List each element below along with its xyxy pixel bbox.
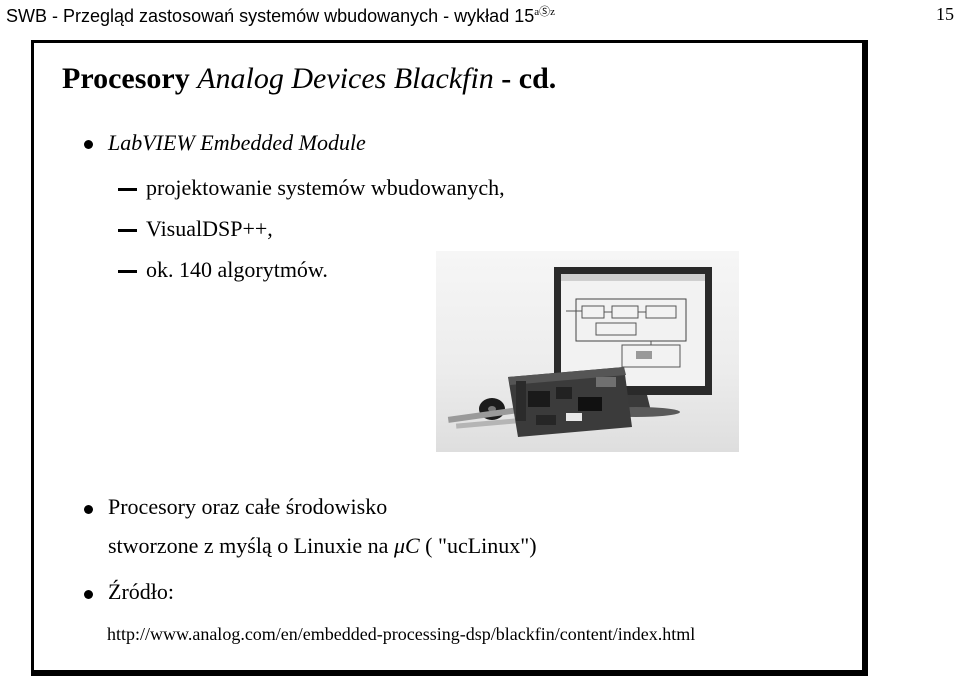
bullet-processors-env: Procesory oraz całe środowisko (108, 494, 388, 519)
bullet-labview: LabVIEW Embedded Module (108, 130, 366, 155)
slide-title: Procesory Analog Devices Blackfin - cd. (62, 62, 556, 96)
bullet-dot (84, 140, 93, 149)
sub-bullet-algorithms: ok. 140 algorytmów. (146, 257, 328, 282)
header-superscript: aⓈz (534, 6, 555, 18)
dash-marker (118, 188, 137, 191)
bullet-processors-linux: stworzone z myślą o Linuxie na μC ( "ucL… (108, 533, 537, 559)
source-url: http://www.analog.com/en/embedded-proces… (107, 624, 696, 644)
bullet-dot (84, 590, 93, 599)
linux-text-before: stworzone z myślą o Linuxie na (108, 533, 389, 558)
bullet-dot (84, 505, 93, 514)
micro-c-symbol: μC (393, 533, 420, 558)
page-number: 15 (936, 4, 954, 24)
slide-header: SWB - Przegląd zastosowań systemów wbudo… (0, 0, 960, 30)
dash-marker (118, 270, 137, 273)
product-photo (436, 251, 739, 452)
monitor-board-illustration (447, 267, 712, 437)
dash-marker (118, 229, 137, 232)
title-part-brand: Analog Devices Blackfin (197, 62, 494, 95)
sub-bullet-design: projektowanie systemów wbudowanych, (146, 175, 505, 200)
header-title: SWB - Przegląd zastosowań systemów wbudo… (6, 6, 555, 26)
title-part-processors: Procesory (62, 62, 190, 95)
slide-frame (31, 40, 868, 676)
linux-text-after: ( "ucLinux") (425, 533, 537, 558)
bullet-source: Źródło: (108, 579, 174, 604)
sub-bullet-visualdsp: VisualDSP++, (146, 216, 273, 241)
title-part-cont: - cd. (501, 62, 557, 95)
